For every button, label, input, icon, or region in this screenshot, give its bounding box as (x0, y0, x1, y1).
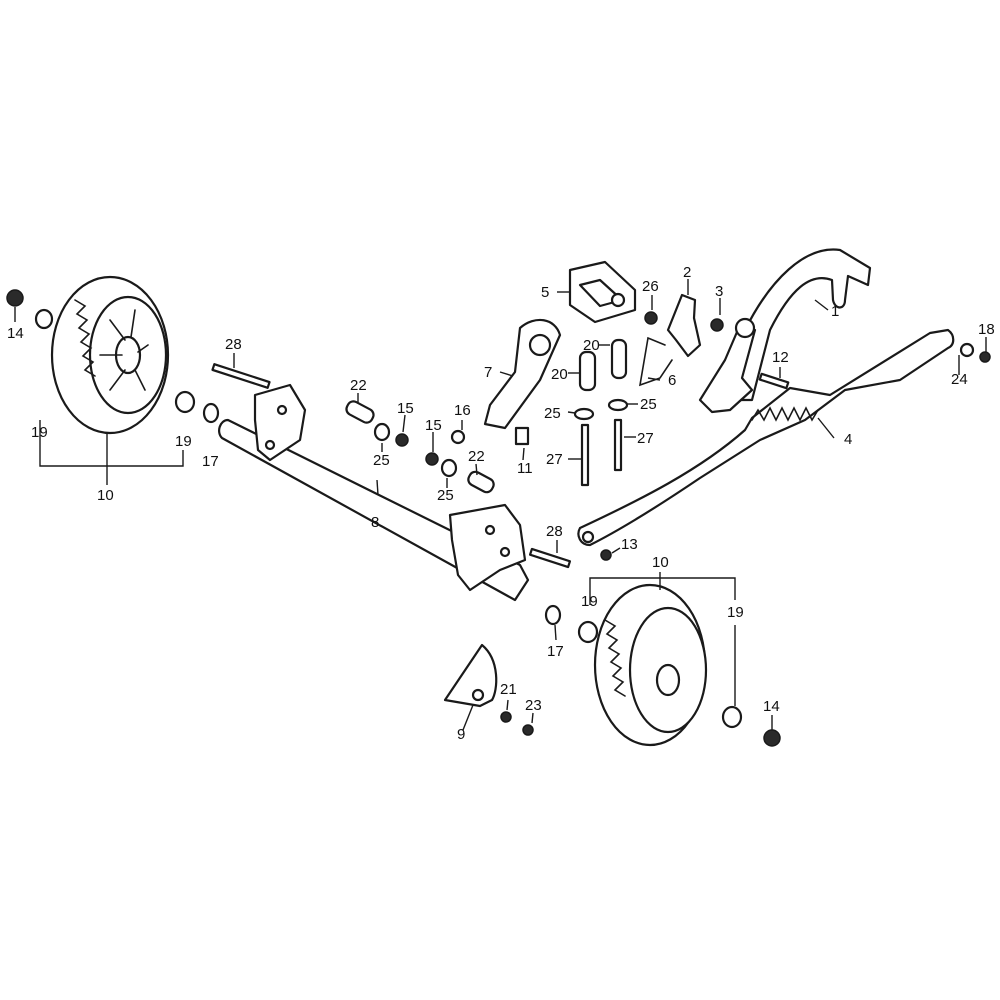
part-13-screw (600, 549, 612, 561)
part-20-collar-left (578, 350, 597, 392)
part-28-bolt-upper (211, 363, 271, 389)
callout-22-lower: 22 (468, 448, 485, 465)
part-17-washer-left (202, 402, 220, 424)
callout-25-upper-left: 25 (544, 405, 561, 422)
callout-19-right-inner: 19 (581, 593, 598, 610)
part-1-height-adjust-lever (698, 248, 872, 414)
part-15-nut-upper (395, 433, 409, 447)
callout-24: 24 (951, 371, 968, 388)
part-16-bolt (450, 429, 466, 445)
callout-5: 5 (541, 284, 549, 301)
callout-18: 18 (978, 321, 995, 338)
callout-28-upper: 28 (225, 336, 242, 353)
callout-3: 3 (715, 283, 723, 300)
callout-12: 12 (772, 349, 789, 366)
leader-lines (14, 279, 987, 731)
part-14-bolt-left (6, 289, 24, 307)
callout-23: 23 (525, 697, 542, 714)
callout-22-upper: 22 (350, 377, 367, 394)
part-20-collar-right (610, 338, 628, 380)
part-12-pin (758, 372, 790, 390)
part-17-washer-right (544, 604, 562, 626)
callout-25-mid-left: 25 (373, 452, 390, 469)
callout-15-upper: 15 (397, 400, 414, 417)
callout-28-lower: 28 (546, 523, 563, 540)
part-28-bolt-lower (528, 547, 572, 569)
part-10-wheel-right (593, 583, 708, 747)
callout-19-left-outer: 19 (31, 424, 48, 441)
part-8-rear-axle (218, 383, 530, 602)
callout-1: 1 (831, 303, 839, 320)
part-19-bushing-right-inner (577, 620, 599, 644)
part-11-clip (514, 426, 530, 446)
part-19-bushing-left-outer (34, 308, 54, 330)
callout-15-lower: 15 (425, 417, 442, 434)
part-19-bushing-right-outer (721, 705, 743, 729)
part-2-latch (666, 293, 702, 358)
part-25-washer-mid-left (373, 422, 391, 442)
part-10-wheel-left (50, 275, 170, 435)
callout-4: 4 (844, 431, 852, 448)
callout-9: 9 (457, 726, 465, 743)
part-24-washer (959, 342, 975, 358)
callout-19-right-outer: 19 (727, 604, 744, 621)
part-25-washer-mid-right (440, 458, 458, 478)
part-21-nut (500, 711, 512, 723)
part-4-adjuster-rail (577, 328, 955, 547)
part-18-nut (979, 351, 991, 363)
callout-20-right: 20 (583, 337, 600, 354)
callout-13: 13 (621, 536, 638, 553)
callout-26: 26 (642, 278, 659, 295)
callout-8: 8 (371, 514, 379, 531)
callout-labels: 1 2 3 4 5 6 7 8 9 10 10 11 12 13 14 14 1… (7, 264, 995, 743)
callout-2: 2 (683, 264, 691, 281)
part-25-washer-upper-right (607, 398, 629, 412)
callout-17-right: 17 (547, 643, 564, 660)
callout-11: 11 (517, 460, 533, 477)
part-9-axle-cover (443, 643, 498, 708)
callout-19-left-inner: 19 (175, 433, 192, 450)
callout-14-left: 14 (7, 325, 24, 342)
part-3-screw (710, 318, 724, 332)
part-6-spring (638, 336, 673, 387)
callout-17-left: 17 (202, 453, 219, 470)
callout-10-left: 10 (97, 487, 114, 504)
part-25-washer-upper-left (573, 407, 595, 421)
callout-21: 21 (500, 681, 517, 698)
part-26-nut (644, 311, 658, 325)
callout-6: 6 (668, 372, 676, 389)
part-5-pivot-bracket (568, 260, 637, 324)
part-14-bolt-right (763, 729, 781, 747)
part-22-bushing-upper (345, 400, 375, 424)
part-7-bracket-arm (483, 318, 562, 430)
part-27-bolt-right (613, 418, 623, 472)
callout-14-right: 14 (763, 698, 780, 715)
callout-7: 7 (484, 364, 492, 381)
part-27-bolt-left (580, 423, 590, 487)
callout-27-left: 27 (546, 451, 563, 468)
callout-10-right: 10 (652, 554, 669, 571)
part-22-bushing-lower (467, 470, 495, 494)
part-19-bushing-left-inner (174, 390, 196, 414)
callout-25-mid-right: 25 (437, 487, 454, 504)
callout-27-right: 27 (637, 430, 654, 447)
callout-25-upper-right: 25 (640, 396, 657, 413)
part-23-screw (522, 724, 534, 736)
callout-20-left: 20 (551, 366, 568, 383)
part-15-nut-lower (425, 452, 439, 466)
callout-16: 16 (454, 402, 471, 419)
